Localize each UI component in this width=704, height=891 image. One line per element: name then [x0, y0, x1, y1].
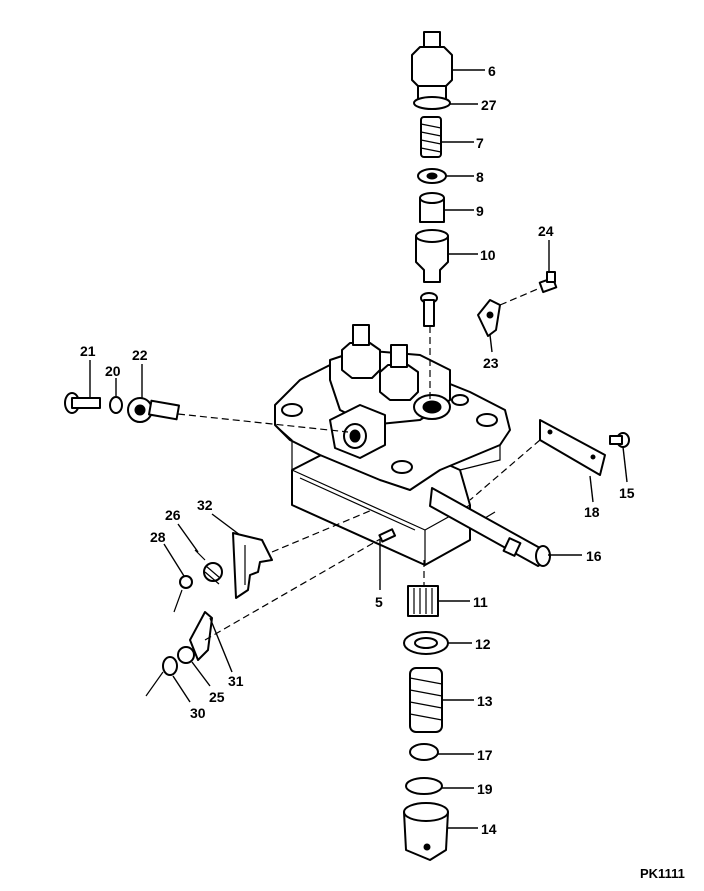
drawing-code: PK1111 [640, 866, 685, 881]
callout-19: 19 [477, 781, 493, 797]
callout-7: 7 [476, 135, 484, 151]
part-10-valve-seat [415, 229, 449, 283]
part-13-spring [409, 667, 443, 733]
callout-24: 24 [538, 223, 554, 239]
part-21-bolt [64, 392, 101, 414]
part-11-sleeve [407, 585, 439, 617]
callout-5: 5 [375, 594, 383, 610]
callout-18: 18 [584, 504, 600, 520]
callout-22: 22 [132, 347, 148, 363]
part-22-banjo-fitting [127, 397, 181, 423]
callout-16: 16 [586, 548, 602, 564]
callout-11: 11 [473, 594, 488, 610]
callout-30: 30 [190, 705, 206, 721]
callout-20: 20 [105, 363, 121, 379]
callout-26: 26 [165, 507, 181, 523]
part-27-gasket [413, 96, 451, 110]
part-7-spring [420, 116, 442, 158]
part-30-clip [145, 656, 178, 697]
callout-21: 21 [80, 343, 96, 359]
callout-12: 12 [475, 636, 491, 652]
part-32-plate [232, 532, 273, 599]
callout-31: 31 [228, 673, 244, 689]
part-14-tappet [403, 802, 449, 861]
part-26-spring [194, 549, 223, 585]
callout-10: 10 [480, 247, 496, 263]
callout-27: 27 [481, 97, 497, 113]
part-19-washer [405, 777, 443, 795]
callout-9: 9 [476, 203, 484, 219]
part-24-screw [538, 271, 558, 294]
pump-body [274, 324, 551, 567]
callout-17: 17 [477, 747, 493, 763]
callout-6: 6 [488, 63, 496, 79]
callout-14: 14 [481, 821, 497, 837]
callout-25: 25 [209, 689, 225, 705]
callout-15: 15 [619, 485, 635, 501]
part-6-delivery-valve-holder [411, 31, 453, 103]
plunger [420, 292, 438, 327]
part-17-spring-seat [409, 743, 439, 761]
callout-28: 28 [150, 529, 166, 545]
part-25-spring [177, 646, 195, 664]
part-18-plate [539, 419, 606, 476]
callout-13: 13 [477, 693, 493, 709]
part-31-lever [189, 611, 213, 661]
callout-23: 23 [483, 355, 499, 371]
part-15-screw [609, 432, 630, 448]
callout-32: 32 [197, 497, 213, 513]
part-20-washer [109, 396, 123, 414]
part-28-pin [173, 575, 193, 613]
callout-8: 8 [476, 169, 484, 185]
